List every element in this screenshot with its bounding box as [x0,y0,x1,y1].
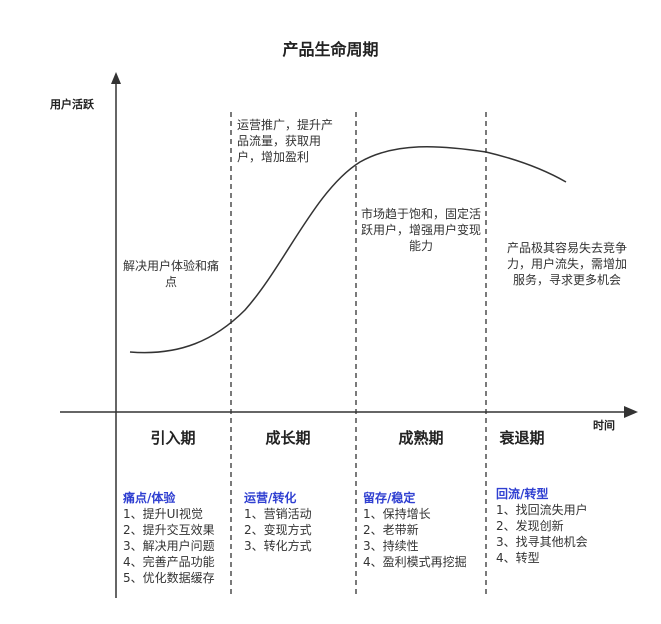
strategy-title-decline: 回流/转型 [496,487,549,501]
strategy-title-growth: 运营/转化 [244,491,297,505]
strategy-box-maturity: 留存/稳定 1、保持增长 2、老带新 3、持续性 4、盈利模式再挖掘 [363,490,467,570]
strategy-item: 1、保持增长 [363,507,431,521]
strategy-item: 2、提升交互效果 [123,523,215,537]
strategy-item: 2、发现创新 [496,519,564,533]
y-axis-label: 用户活跃 [50,98,94,111]
strategy-item: 3、找寻其他机会 [496,535,588,549]
y-axis-arrow [111,72,121,84]
phase-note-growth: 运营推广，提升产品流量，获取用户，增加盈利 [237,118,334,164]
strategy-item: 3、转化方式 [244,539,312,553]
strategy-title-maturity: 留存/稳定 [363,491,416,505]
diagram-title: 产品生命周期 [282,40,379,59]
strategy-box-growth: 运营/转化 1、营销活动 2、变现方式 3、转化方式 [244,490,312,554]
strategy-item: 1、找回流失用户 [496,503,588,517]
x-axis-arrow [624,406,638,418]
strategy-item: 2、变现方式 [244,523,312,537]
lifecycle-curve [129,145,567,354]
strategy-title-intro: 痛点/体验 [123,491,176,505]
strategy-item: 2、老带新 [363,523,419,537]
phase-name-growth: 成长期 [265,429,311,447]
strategy-item: 3、持续性 [363,539,419,553]
strategy-item: 5、优化数据缓存 [123,571,215,585]
phase-name-decline: 衰退期 [499,429,545,447]
strategy-item: 1、营销活动 [244,507,312,521]
strategy-item: 3、解决用户问题 [123,539,215,553]
strategy-box-intro: 痛点/体验 1、提升UI视觉 2、提升交互效果 3、解决用户问题 4、完善产品功… [123,490,215,586]
strategy-item: 4、完善产品功能 [123,555,215,569]
strategy-item: 1、提升UI视觉 [123,507,203,521]
phase-note-decline: 产品极其容易失去竞争力，用户流失，需增加服务，寻求更多机会 [507,241,628,287]
strategy-box-decline: 回流/转型 1、找回流失用户 2、发现创新 3、找寻其他机会 4、转型 [496,486,588,566]
strategy-item: 4、转型 [496,551,540,565]
phase-name-intro: 引入期 [150,429,196,447]
strategy-item: 4、盈利模式再挖掘 [363,555,467,569]
phase-note-intro: 解决用户体验和痛点 [122,259,219,289]
x-axis-label: 时间 [593,419,615,432]
phase-name-maturity: 成熟期 [398,429,444,447]
phase-note-maturity: 市场趋于饱和，固定活跃用户，增强用户变现能力 [361,207,482,253]
